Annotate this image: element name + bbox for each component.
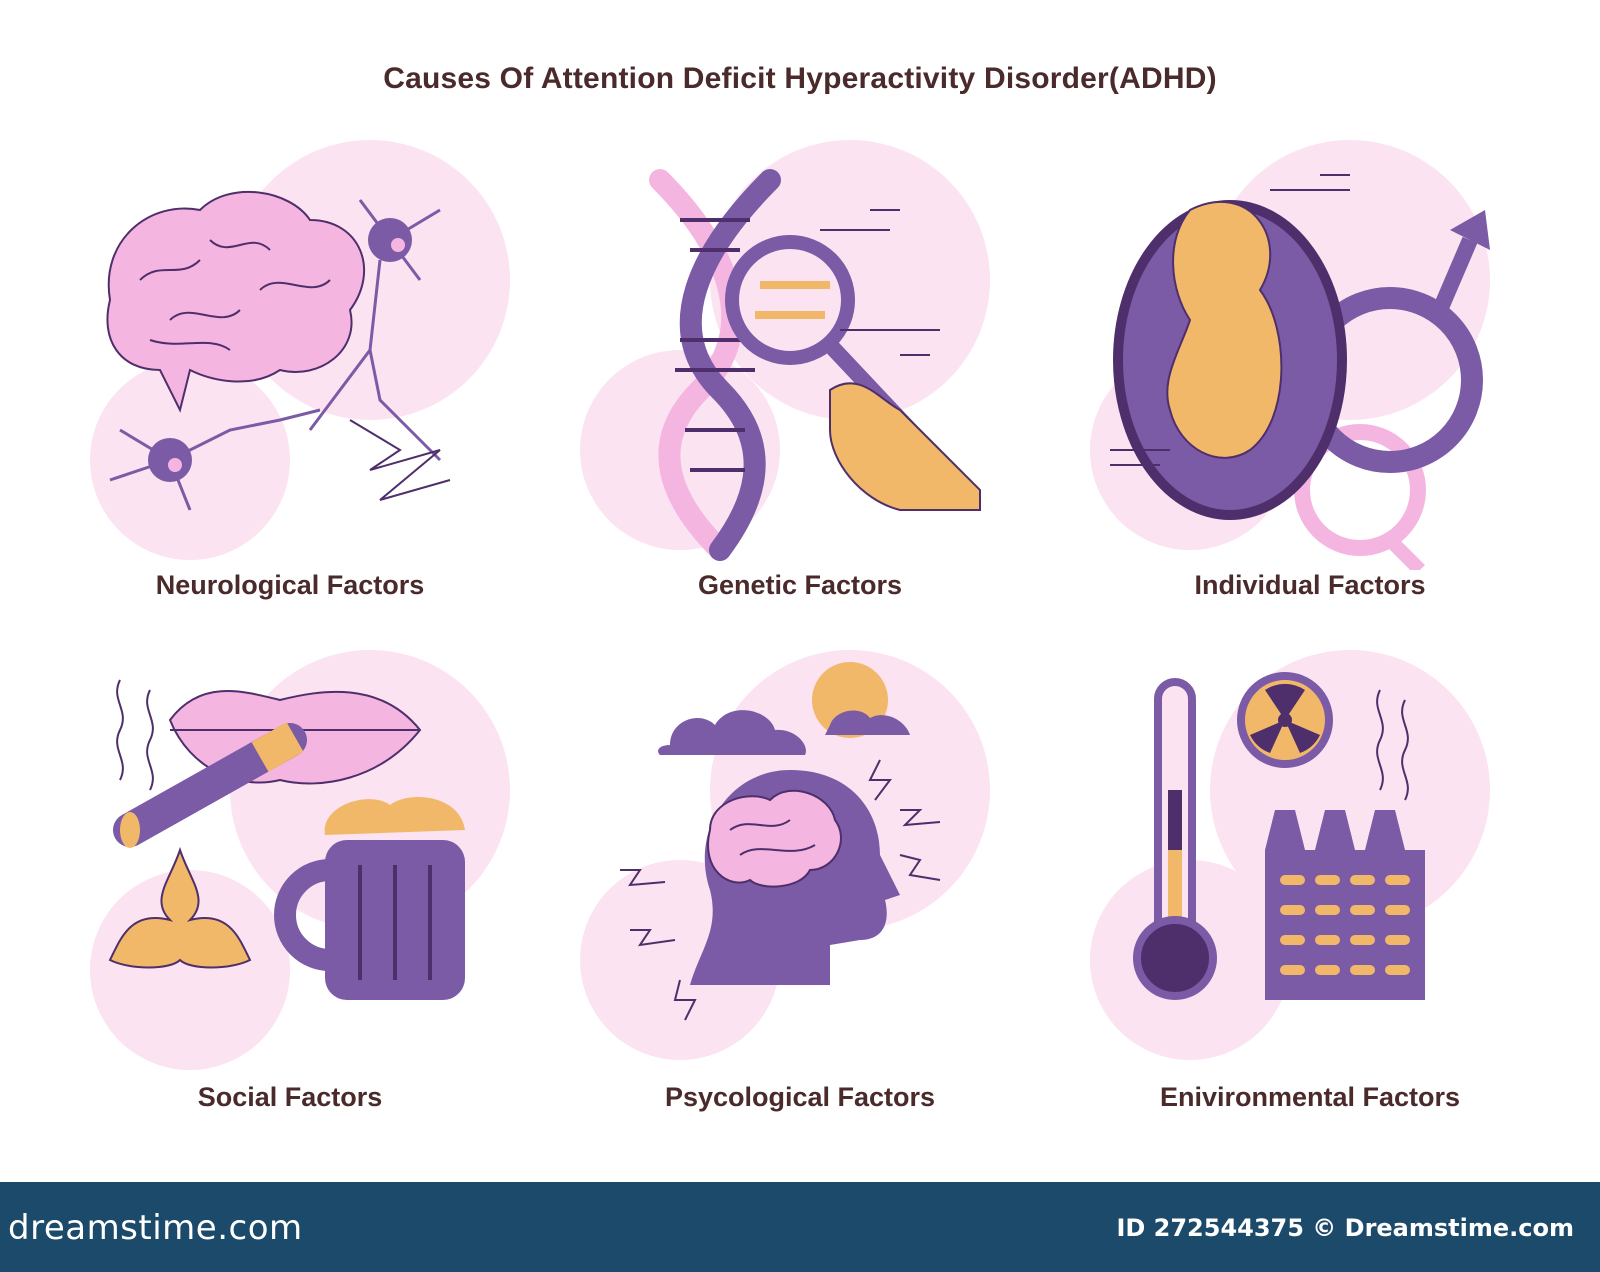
footer-image-id: ID 272544375 © Dreamstime.com — [1116, 1214, 1574, 1242]
neurological-factors-illustration — [80, 130, 520, 570]
label-genetic-factors: Genetic Factors — [697, 570, 903, 600]
head-brain-weather-icon — [580, 650, 990, 1060]
label-individual-factors: Individual Factors — [1194, 570, 1426, 600]
genetic-factors-illustration — [580, 130, 1020, 570]
environmental-factors-illustration — [1090, 640, 1530, 1080]
footer-bar: dreamstime.com ID 272544375 © Dreamstime… — [0, 1182, 1600, 1272]
individual-factors-illustration — [1090, 130, 1530, 570]
brain-neurons-icon — [90, 140, 510, 560]
label-neurological-factors: Neurological Factors — [155, 570, 425, 600]
label-environmental-factors: Enivironmental Factors — [1159, 1082, 1461, 1112]
footer-brand: dreamstime.com — [8, 1208, 303, 1248]
dna-magnifier-icon — [580, 140, 990, 561]
psycological-factors-illustration — [580, 640, 1020, 1080]
fetus-gender-icon — [1090, 140, 1490, 570]
page-title: Causes Of Attention Deficit Hyperactivit… — [383, 62, 1217, 95]
label-psycological-factors: Psycological Factors — [664, 1082, 936, 1112]
thermometer-factory-radiation-icon — [1090, 650, 1490, 1060]
label-social-factors: Social Factors — [197, 1082, 383, 1112]
social-factors-illustration — [80, 640, 520, 1080]
cigarette-beer-cannabis-icon — [90, 650, 510, 1070]
